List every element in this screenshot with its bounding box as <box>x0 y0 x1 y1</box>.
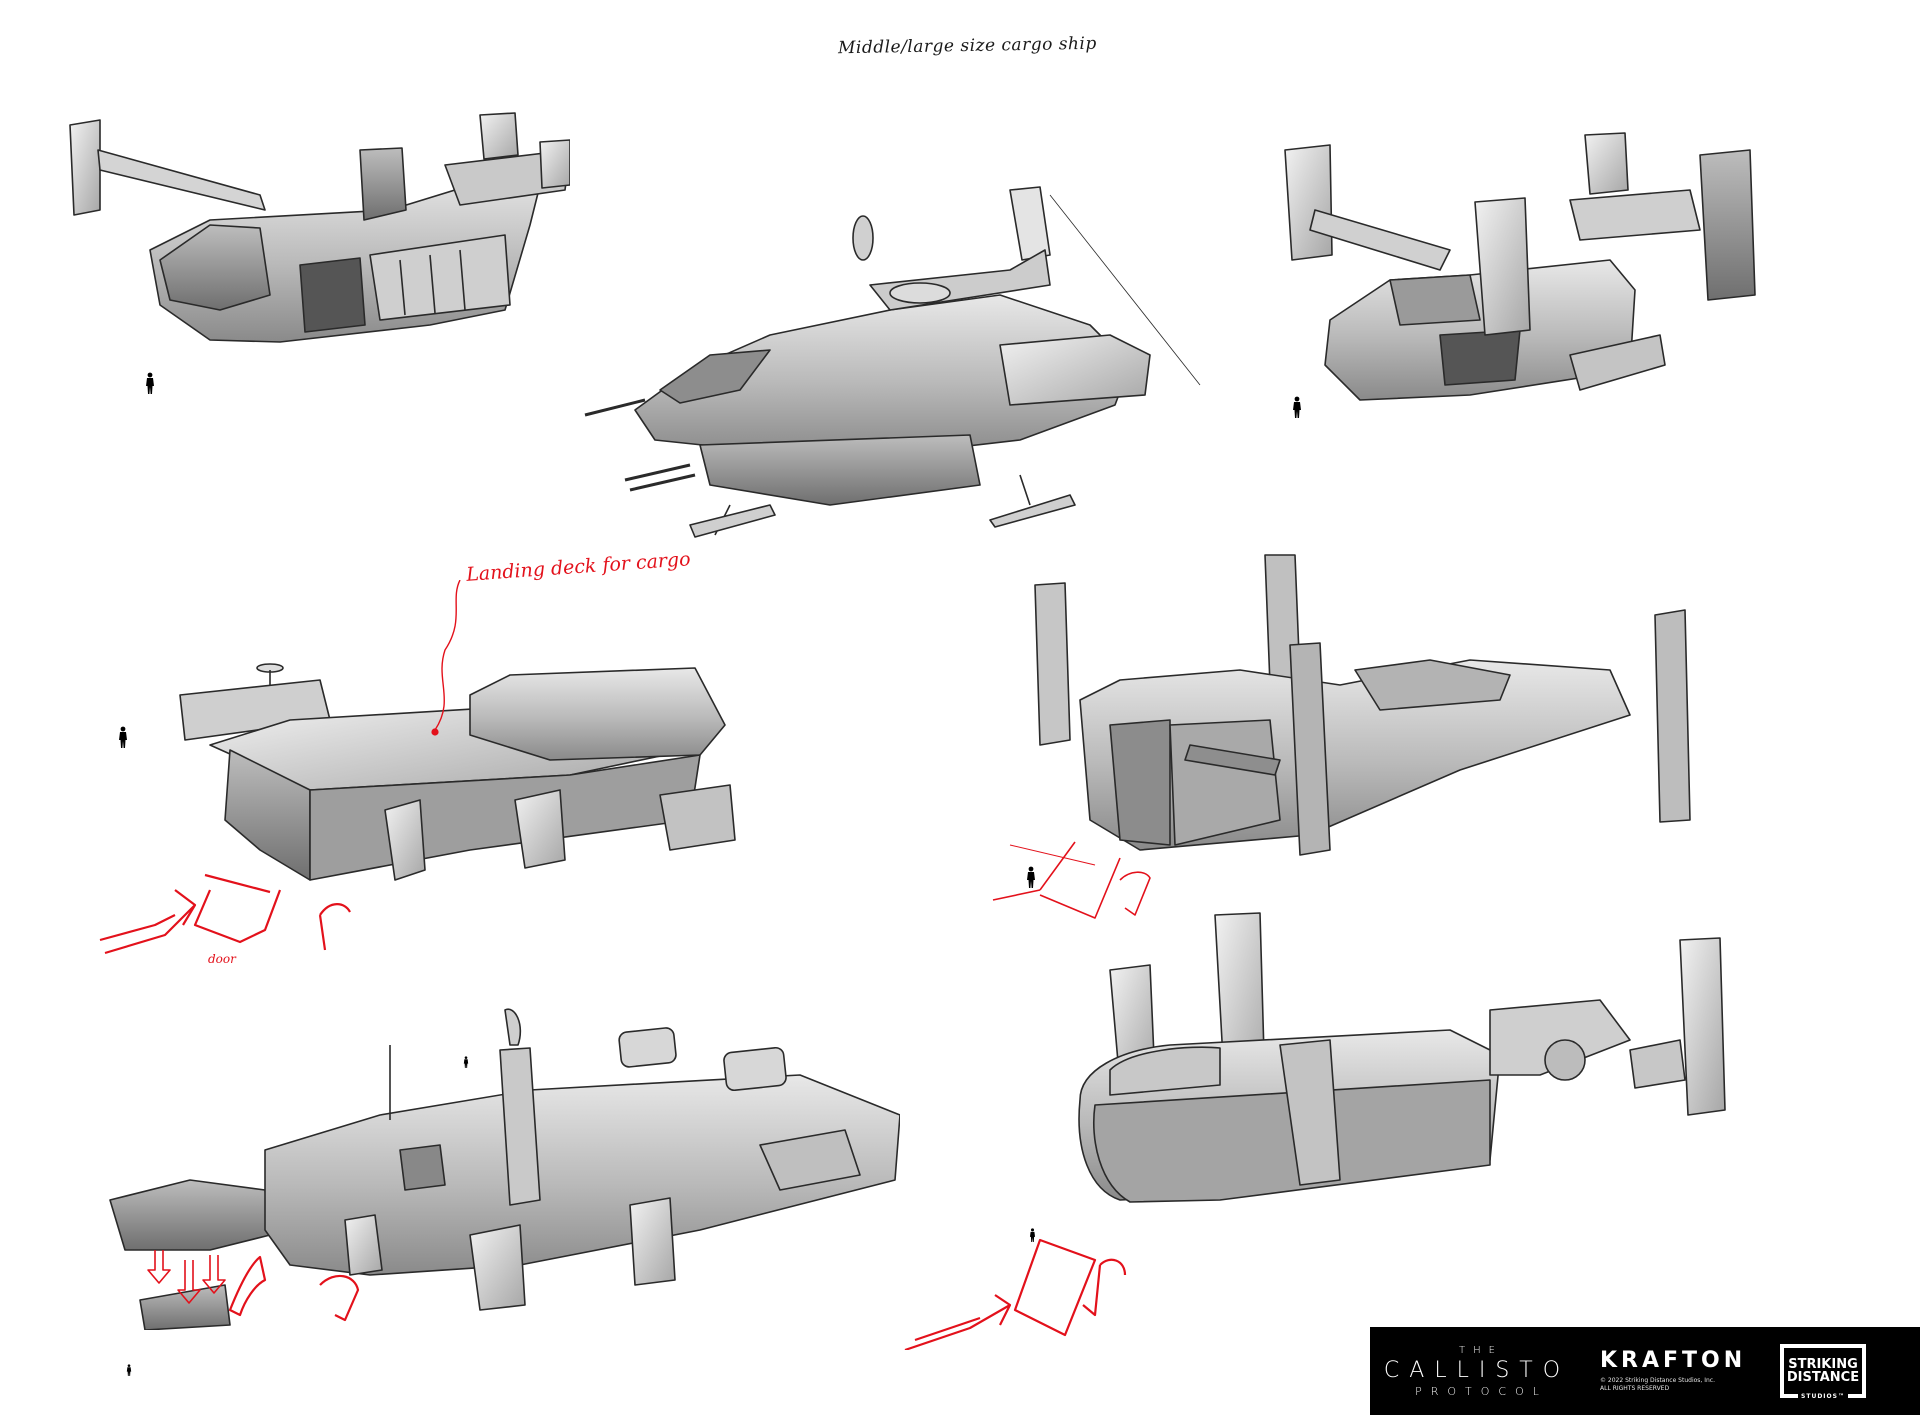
copyright-text: © 2022 Striking Distance Studios, Inc. <box>1600 1376 1716 1384</box>
ship-sketch-freighter-f <box>100 1000 900 1330</box>
door-annotation-arrows-g <box>900 1200 1130 1350</box>
scale-figure-icon <box>1292 396 1302 418</box>
rights-text: ALL RIGHTS RESERVED <box>1600 1384 1670 1392</box>
ship-sketch-tiltrotor-a <box>60 110 570 370</box>
sheet-title: Middle/large size cargo ship <box>837 33 1097 59</box>
ship-sketch-tiltrotor-c <box>1270 130 1860 420</box>
ship-sketch-pod-hauler-g <box>1020 910 1780 1220</box>
door-annotation-arrows-e <box>985 840 1185 930</box>
scale-figure-icon <box>118 726 128 748</box>
scale-figure-icon <box>126 1364 132 1376</box>
scale-figure-icon <box>1029 1228 1036 1242</box>
ship-sketch-quad-fin-e <box>1010 550 1700 880</box>
drop-annotation-arrows-f <box>130 1245 430 1355</box>
scale-figure-icon <box>145 372 155 394</box>
logo-footer: THE CALLISTO PROTOCOL KRAFTON © 2022 Str… <box>1370 1327 1920 1415</box>
scale-figure-icon <box>1026 866 1036 888</box>
door-annotation: door <box>208 952 236 966</box>
ship-sketch-deck-carrier-d <box>170 640 830 900</box>
striking-distance-logo: STRIKING DISTANCE STUDIOS™ <box>1780 1344 1866 1400</box>
callisto-protocol-logo: THE CALLISTO PROTOCOL <box>1383 1344 1571 1398</box>
landing-deck-annotation: Landing deck for cargo <box>465 548 692 586</box>
ship-sketch-gunship-b <box>570 175 1210 545</box>
scale-figure-icon <box>463 1056 469 1068</box>
krafton-logo: KRAFTON © 2022 Striking Distance Studios… <box>1600 1349 1770 1393</box>
door-annotation-arrows-d <box>95 580 475 960</box>
